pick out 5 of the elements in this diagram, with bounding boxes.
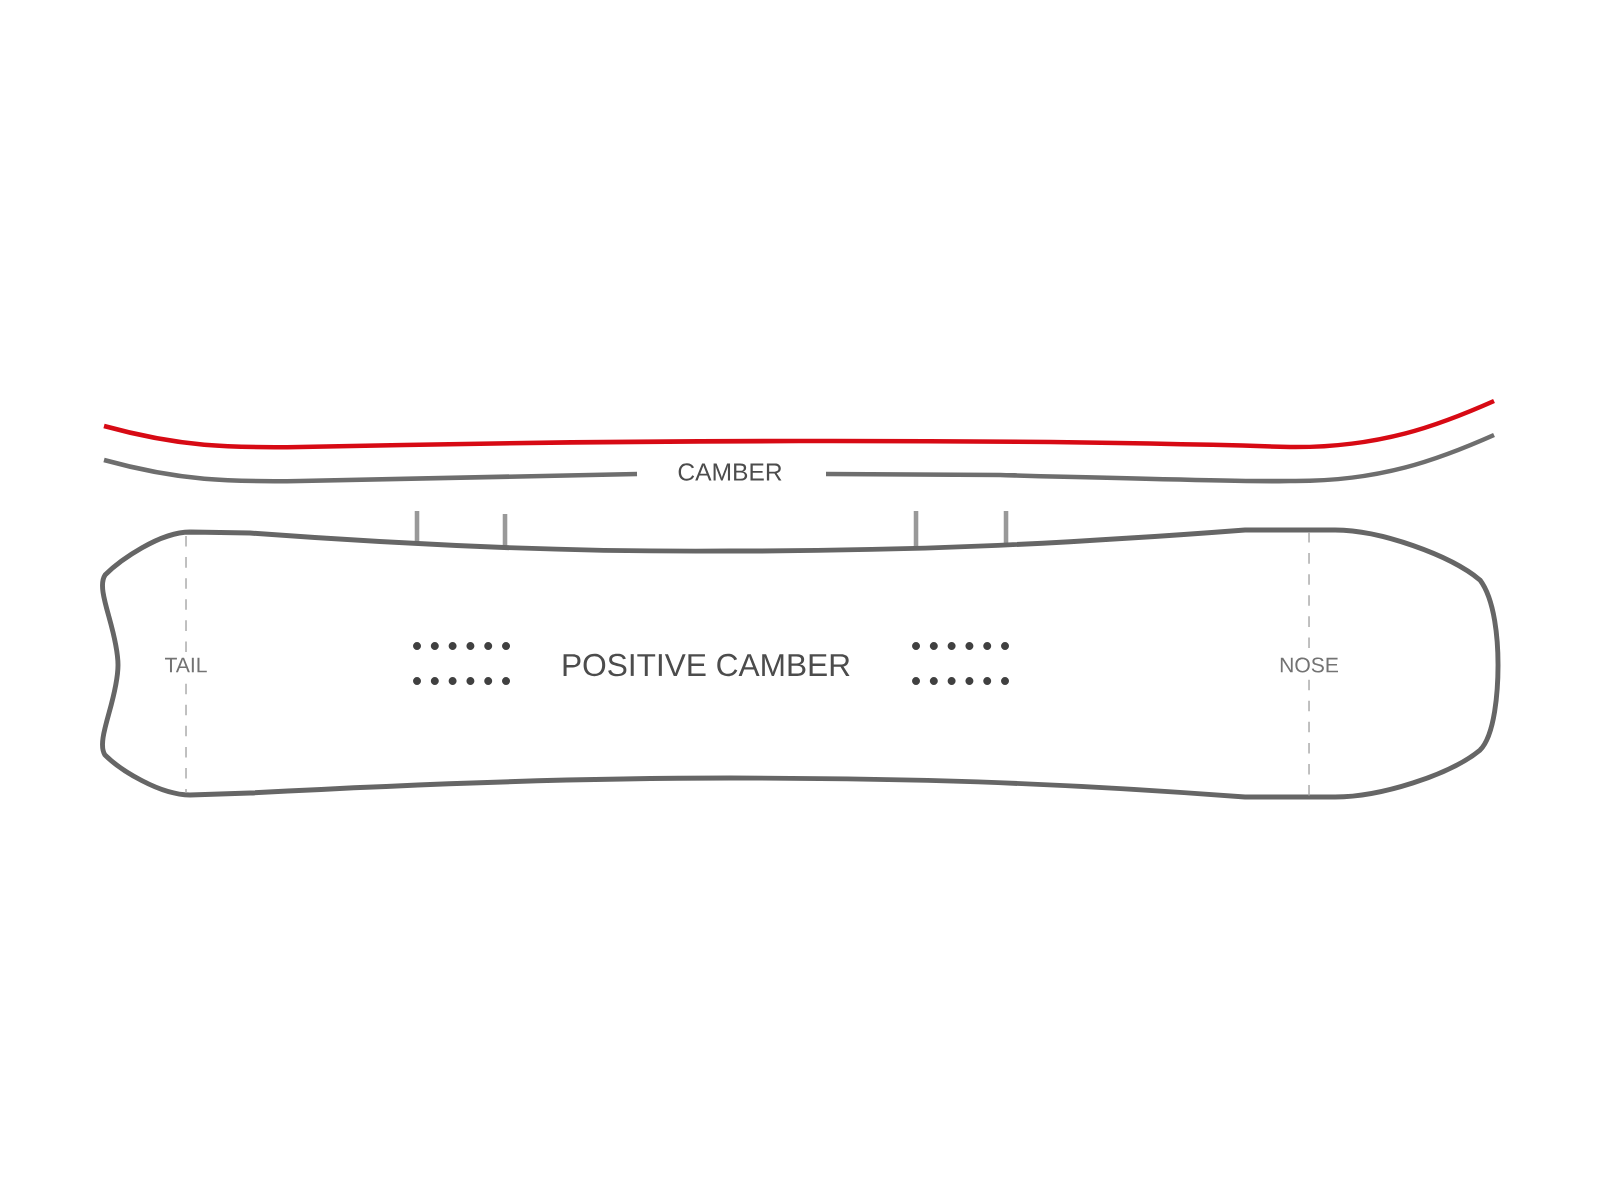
board-label: POSITIVE CAMBER — [557, 650, 855, 680]
snowboard-outline — [100, 527, 1501, 800]
profile-label: CAMBER — [678, 463, 782, 481]
end-label: TAIL — [161, 654, 211, 676]
end-label: NOSE — [1275, 654, 1343, 676]
